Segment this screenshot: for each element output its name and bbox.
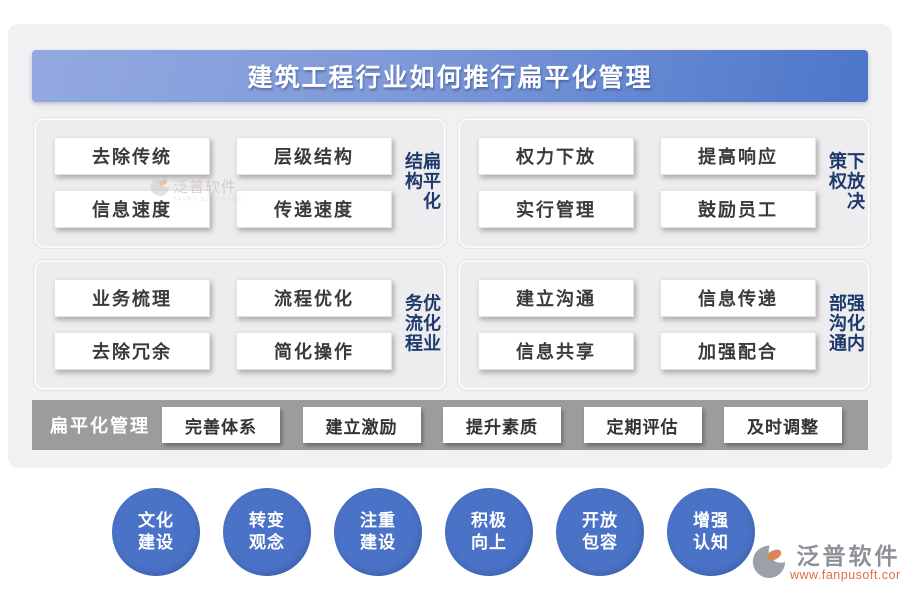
section-label: 优化业务流程 bbox=[403, 293, 441, 354]
item-box: 简化操作 bbox=[236, 332, 392, 370]
item-box: 提高响应 bbox=[660, 137, 816, 175]
item-box: 层级结构 bbox=[236, 137, 392, 175]
item-box: 及时调整 bbox=[724, 407, 842, 443]
item-box: 信息传递 bbox=[660, 279, 816, 317]
section-optimize-process: 业务梳理 流程优化 去除冗余 简化操作 优化业务流程 bbox=[34, 260, 446, 390]
bottom-bar: 扁平化管理 完善体系 建立激励 提升素质 定期评估 及时调整 bbox=[32, 400, 868, 450]
item-box: 鼓励员工 bbox=[660, 190, 816, 228]
item-box: 信息速度 bbox=[54, 190, 210, 228]
section-strengthen-communication: 建立沟通 信息传递 信息共享 加强配合 强化内部沟通 bbox=[458, 260, 870, 390]
item-box: 业务梳理 bbox=[54, 279, 210, 317]
circle-item: 开放 包容 bbox=[556, 488, 644, 576]
item-box: 信息共享 bbox=[478, 332, 634, 370]
item-box: 权力下放 bbox=[478, 137, 634, 175]
circle-item: 文化 建设 bbox=[112, 488, 200, 576]
item-box: 提升素质 bbox=[443, 407, 561, 443]
item-box: 定期评估 bbox=[583, 407, 702, 443]
section-items: 权力下放 提高响应 实行管理 鼓励员工 bbox=[478, 137, 816, 228]
bottom-bar-items: 完善体系 建立激励 提升素质 定期评估 及时调整 bbox=[162, 407, 842, 443]
logo-name: 泛普软件 bbox=[796, 543, 900, 569]
circle-item: 增强 认知 bbox=[667, 488, 755, 576]
item-box: 去除冗余 bbox=[54, 332, 210, 370]
item-box: 流程优化 bbox=[236, 279, 392, 317]
item-box: 加强配合 bbox=[660, 332, 816, 370]
item-box: 实行管理 bbox=[478, 190, 634, 228]
fanpu-logo-icon bbox=[752, 545, 786, 578]
item-box: 去除传统 bbox=[54, 137, 210, 175]
section-label: 强化内部沟通 bbox=[827, 293, 865, 354]
logo-url: www.fanpusoft.com bbox=[790, 568, 900, 583]
item-box: 传递速度 bbox=[236, 190, 392, 228]
section-label: 下放决策权 bbox=[827, 151, 865, 212]
section-items: 建立沟通 信息传递 信息共享 加强配合 bbox=[478, 279, 816, 370]
section-flat-structure: 去除传统 层级结构 信息速度 传递速度 扁平化结构 bbox=[34, 118, 446, 248]
circle-item: 积极 向上 bbox=[445, 488, 533, 576]
bottom-bar-label: 扁平化管理 bbox=[50, 416, 150, 436]
section-items: 业务梳理 流程优化 去除冗余 简化操作 bbox=[54, 279, 392, 370]
section-label: 扁平化结构 bbox=[403, 151, 441, 212]
item-box: 建立激励 bbox=[302, 407, 421, 443]
section-delegate-decision: 权力下放 提高响应 实行管理 鼓励员工 下放决策权 bbox=[458, 118, 870, 248]
section-items: 去除传统 层级结构 信息速度 传递速度 bbox=[54, 137, 392, 228]
page-title: 建筑工程行业如何推行扁平化管理 bbox=[247, 64, 653, 92]
circle-item: 转变 观念 bbox=[223, 488, 311, 576]
title-bar: 建筑工程行业如何推行扁平化管理 bbox=[32, 50, 868, 102]
item-box: 完善体系 bbox=[162, 407, 280, 443]
item-box: 建立沟通 bbox=[478, 279, 634, 317]
culture-circles: 文化 建设 转变 观念 注重 建设 积极 向上 开放 包容 增强 认知 bbox=[112, 488, 755, 576]
fanpu-logo: 泛普软件 www.fanpusoft.com bbox=[752, 544, 900, 582]
circle-item: 注重 建设 bbox=[334, 488, 422, 576]
